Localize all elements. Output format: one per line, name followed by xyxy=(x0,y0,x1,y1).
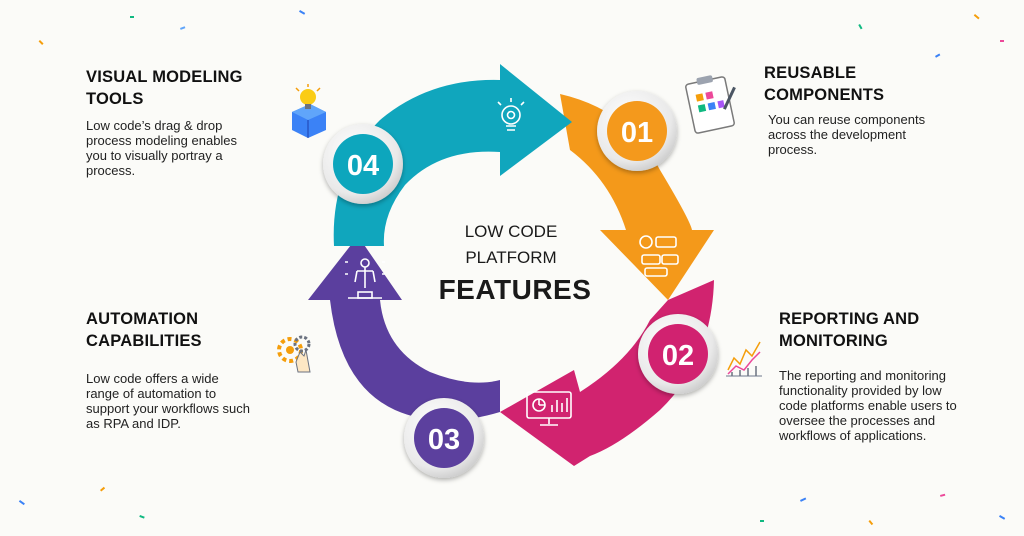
feature-heading-line: REPORTING AND xyxy=(779,310,920,328)
description-line: as RPA and IDP. xyxy=(86,416,181,431)
step-number-04: 04 xyxy=(347,150,379,182)
center-subtitle-line2: PLATFORM xyxy=(465,248,557,267)
feature-description: You can reuse components across the deve… xyxy=(768,112,954,157)
feature-heading-line: COMPONENTS xyxy=(764,86,885,104)
feature-description: Low code’s drag & drop process modeling … xyxy=(86,118,266,178)
arc-automation-capabilities xyxy=(308,236,500,421)
arc-visual-modeling xyxy=(333,64,572,246)
description-line: oversee the processes and xyxy=(779,413,936,428)
description-line: range of automation to xyxy=(86,386,217,401)
description-line: functionality provided by low xyxy=(779,383,942,398)
feature-reporting-monitoring: REPORTING AND MONITORING The reporting a… xyxy=(779,308,999,443)
description-line: process. xyxy=(768,142,818,157)
feature-heading-line: CAPABILITIES xyxy=(86,332,202,350)
step-number-01: 01 xyxy=(621,117,653,149)
description-line: The reporting and monitoring xyxy=(779,368,946,383)
feature-description: The reporting and monitoring functionali… xyxy=(779,368,999,443)
feature-heading-line: MONITORING xyxy=(779,332,888,350)
clipboard-icon xyxy=(685,75,736,134)
step-disc-04 xyxy=(323,124,403,204)
gear-hand-icon xyxy=(277,335,311,373)
center-title: FEATURES xyxy=(438,274,592,305)
process-flow-icon xyxy=(639,235,679,277)
feature-automation-capabilities: AUTOMATION CAPABILITIES Low code offers … xyxy=(86,308,286,431)
feature-heading-line: REUSABLE xyxy=(764,64,857,82)
feature-heading: REUSABLE COMPONENTS xyxy=(764,62,954,106)
feature-heading-line: TOOLS xyxy=(86,90,144,108)
line-chart-icon xyxy=(726,341,762,377)
description-line: process. xyxy=(86,163,136,178)
feature-description: Low code offers a wide range of automati… xyxy=(86,371,286,431)
description-line: Low code’s drag & drop xyxy=(86,118,223,133)
robot-arm-icon xyxy=(345,258,385,299)
confetti-decoration xyxy=(18,9,1006,526)
description-line: You can reuse components xyxy=(768,112,926,127)
arc-reusable-components xyxy=(560,94,714,300)
description-line: you to visually portray a xyxy=(86,148,223,163)
feature-heading-line: AUTOMATION xyxy=(86,310,199,328)
feature-heading: AUTOMATION CAPABILITIES xyxy=(86,308,286,352)
lightbulb-gear-icon xyxy=(497,98,525,131)
step-disc-01 xyxy=(597,91,677,171)
feature-visual-modeling-tools: VISUAL MODELING TOOLS Low code’s drag & … xyxy=(86,66,266,178)
description-line: support your workflows such xyxy=(86,401,251,416)
feature-heading: VISUAL MODELING TOOLS xyxy=(86,66,266,110)
feature-heading-line: VISUAL MODELING xyxy=(86,68,243,86)
center-subtitle-line1: LOW CODE xyxy=(464,222,558,241)
description-line: code platforms enable users to xyxy=(779,398,957,413)
feature-reusable-components: REUSABLE COMPONENTS You can reuse compon… xyxy=(764,62,954,157)
dashboard-monitor-icon xyxy=(526,391,572,426)
description-line: workflows of applications. xyxy=(779,428,927,443)
step-number-03: 03 xyxy=(428,424,460,456)
description-line: across the development xyxy=(768,127,907,142)
description-line: process modeling enables xyxy=(86,133,238,148)
step-disc-03 xyxy=(404,398,484,478)
lightbulb-box-icon xyxy=(292,84,326,138)
step-disc-02 xyxy=(638,314,718,394)
step-number-02: 02 xyxy=(662,340,694,372)
description-line: Low code offers a wide xyxy=(86,371,219,386)
feature-heading: REPORTING AND MONITORING xyxy=(779,308,999,352)
